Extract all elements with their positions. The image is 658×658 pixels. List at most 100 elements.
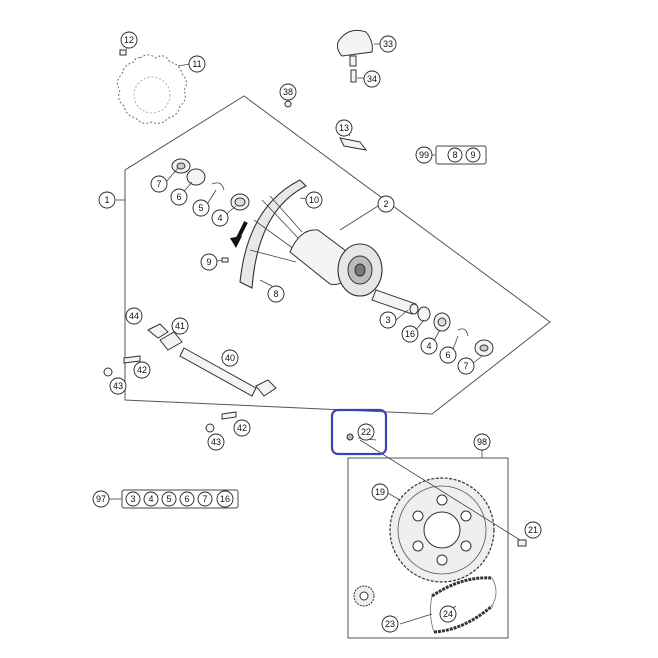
callout-41[interactable]: 41 <box>171 317 189 335</box>
callout-43-lower[interactable]: 43 <box>207 433 225 451</box>
svg-text:41: 41 <box>175 321 185 331</box>
svg-text:34: 34 <box>367 74 377 84</box>
kit-97-label[interactable]: 97 <box>92 490 110 508</box>
svg-text:22: 22 <box>361 427 371 437</box>
kit-97-item-6[interactable]: 6 <box>179 491 195 507</box>
svg-text:4: 4 <box>426 341 431 351</box>
valve-part <box>284 100 292 108</box>
callout-42-upper[interactable]: 42 <box>133 361 151 379</box>
svg-text:1: 1 <box>104 195 109 205</box>
callout-24[interactable]: 24 <box>439 605 457 623</box>
svg-text:33: 33 <box>383 39 393 49</box>
callout-3[interactable]: 3 <box>379 311 397 329</box>
svg-text:3: 3 <box>385 315 390 325</box>
svg-text:23: 23 <box>385 619 395 629</box>
svg-text:42: 42 <box>137 365 147 375</box>
spoke-nipple <box>221 257 229 263</box>
svg-text:98: 98 <box>477 437 487 447</box>
callout-40[interactable]: 40 <box>221 349 239 367</box>
callout-33[interactable]: 33 <box>379 35 397 53</box>
callout-23[interactable]: 23 <box>381 615 399 633</box>
callout-2[interactable]: 2 <box>377 195 395 213</box>
kit-99-label[interactable]: 99 <box>415 146 433 164</box>
callout-12[interactable]: 12 <box>120 31 138 49</box>
callout-44[interactable]: 44 <box>125 307 143 325</box>
svg-text:40: 40 <box>225 353 235 363</box>
callout-7-left[interactable]: 7 <box>150 175 168 193</box>
axle-assembly <box>103 323 277 433</box>
svg-text:10: 10 <box>309 195 319 205</box>
callout-22[interactable]: 22 <box>346 423 375 441</box>
kit-97-item-16[interactable]: 16 <box>216 490 234 508</box>
callout-4-left[interactable]: 4 <box>211 209 229 227</box>
callout-38[interactable]: 38 <box>279 83 297 101</box>
callout-1[interactable]: 1 <box>98 191 116 209</box>
callout-10[interactable]: 10 <box>305 191 323 209</box>
svg-text:7: 7 <box>202 494 207 504</box>
svg-text:24: 24 <box>443 609 453 619</box>
wheel-hub <box>289 229 383 297</box>
callout-42-lower[interactable]: 42 <box>233 419 251 437</box>
hub-spacer <box>371 289 419 315</box>
callout-8[interactable]: 8 <box>267 285 285 303</box>
sprocket-nut <box>517 539 527 547</box>
sprocket-kit-frame <box>347 450 509 639</box>
svg-text:11: 11 <box>192 59 201 69</box>
rotation-arrow-icon <box>230 221 248 248</box>
callout-4-right[interactable]: 4 <box>420 337 438 355</box>
callout-5-left[interactable]: 5 <box>192 199 210 217</box>
svg-text:8: 8 <box>273 289 278 299</box>
kit-97-item-3[interactable]: 3 <box>125 491 141 507</box>
svg-text:42: 42 <box>237 423 247 433</box>
drive-chain <box>429 576 497 634</box>
kit-97-item-7[interactable]: 7 <box>197 491 213 507</box>
left-bearing-set <box>171 158 250 211</box>
callout-6-left[interactable]: 6 <box>170 188 188 206</box>
callout-13[interactable]: 13 <box>335 119 353 137</box>
kit-97-item-5[interactable]: 5 <box>161 491 177 507</box>
callout-19[interactable]: 19 <box>371 483 389 501</box>
front-sprocket <box>353 585 375 607</box>
highlight-box <box>330 408 388 456</box>
brake-disc <box>116 54 191 124</box>
callout-21[interactable]: 21 <box>524 521 542 539</box>
svg-text:4: 4 <box>217 213 222 223</box>
kit-99-item-8[interactable]: 8 <box>447 147 463 163</box>
callout-43-upper[interactable]: 43 <box>109 377 127 395</box>
rear-sprocket <box>389 477 495 583</box>
svg-text:9: 9 <box>206 257 211 267</box>
svg-text:13: 13 <box>339 123 349 133</box>
svg-text:7: 7 <box>156 179 161 189</box>
svg-text:6: 6 <box>184 494 189 504</box>
callout-16[interactable]: 16 <box>401 325 419 343</box>
svg-text:16: 16 <box>220 494 230 504</box>
svg-text:2: 2 <box>383 199 388 209</box>
svg-text:7: 7 <box>463 361 468 371</box>
svg-text:43: 43 <box>211 437 221 447</box>
callout-34[interactable]: 34 <box>363 70 381 88</box>
svg-text:5: 5 <box>166 494 171 504</box>
svg-text:44: 44 <box>129 311 139 321</box>
callout-7-right[interactable]: 7 <box>457 357 475 375</box>
svg-text:6: 6 <box>445 350 450 360</box>
svg-text:43: 43 <box>113 381 123 391</box>
kit-99-item-9[interactable]: 9 <box>465 147 481 163</box>
right-bearing-set <box>417 306 494 357</box>
svg-text:6: 6 <box>176 192 181 202</box>
svg-text:3: 3 <box>130 494 135 504</box>
svg-text:97: 97 <box>96 494 106 504</box>
svg-text:38: 38 <box>283 87 293 97</box>
svg-text:12: 12 <box>124 35 134 45</box>
svg-text:99: 99 <box>419 150 429 160</box>
svg-text:19: 19 <box>375 487 385 497</box>
callout-98[interactable]: 98 <box>473 433 491 451</box>
callout-9[interactable]: 9 <box>200 253 218 271</box>
kit-97-item-4[interactable]: 4 <box>143 491 159 507</box>
svg-text:8: 8 <box>452 150 457 160</box>
callout-11[interactable]: 11 <box>188 55 206 73</box>
svg-text:9: 9 <box>470 150 475 160</box>
svg-text:21: 21 <box>528 525 538 535</box>
callout-6-right[interactable]: 6 <box>439 346 457 364</box>
